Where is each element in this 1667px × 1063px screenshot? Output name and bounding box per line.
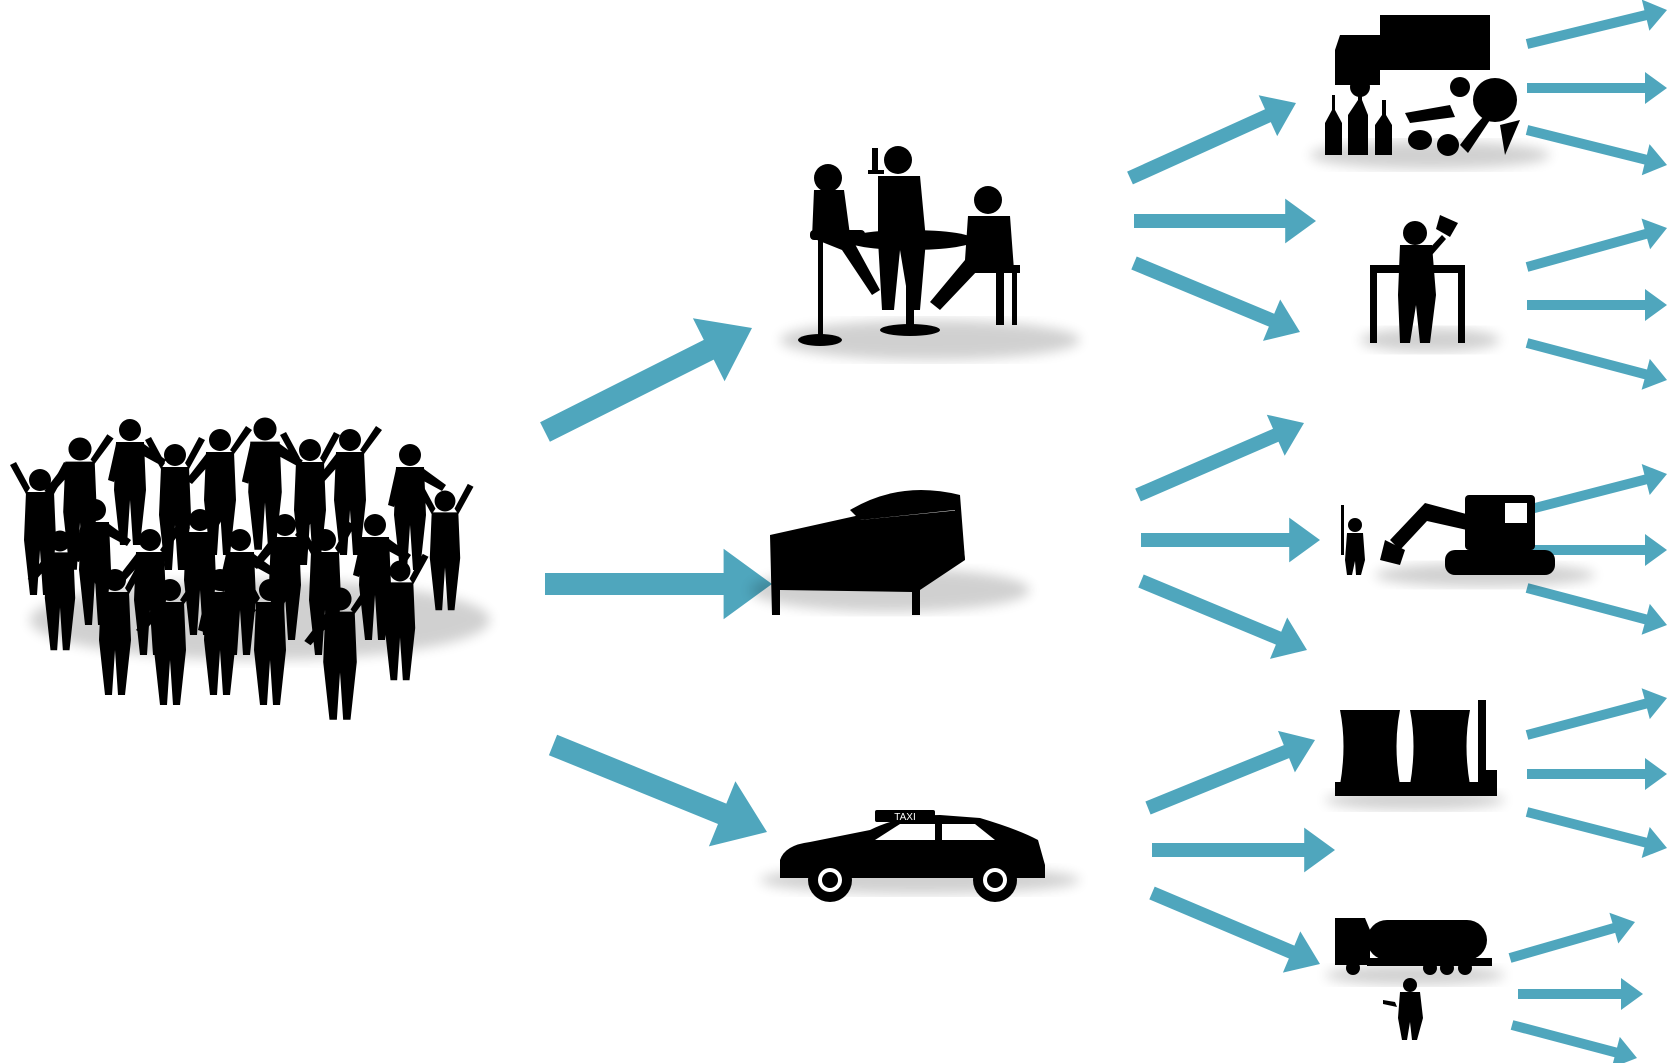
flow-arrow bbox=[1526, 125, 1667, 175]
flow-arrow bbox=[1527, 72, 1667, 104]
flow-arrow bbox=[1131, 257, 1300, 341]
supplies-icon bbox=[1310, 15, 1550, 169]
craftsman-icon bbox=[1360, 215, 1500, 352]
taxi-icon: TAXI bbox=[760, 810, 1080, 902]
flow-arrow bbox=[1127, 95, 1296, 184]
tanker-truck-icon bbox=[1325, 918, 1505, 1040]
flow-arrow bbox=[540, 318, 752, 442]
flow-arrow bbox=[1526, 688, 1667, 740]
flow-arrow bbox=[545, 549, 772, 619]
excavator-icon bbox=[1341, 495, 1595, 587]
flow-arrow bbox=[1145, 731, 1315, 815]
flow-arrow bbox=[1527, 289, 1667, 321]
flow-arrow bbox=[1511, 1020, 1637, 1063]
flow-arrow bbox=[549, 735, 767, 847]
flow-arrow bbox=[1509, 913, 1635, 963]
flow-arrow bbox=[1526, 338, 1667, 390]
flow-arrow bbox=[1518, 978, 1643, 1010]
flow-arrow bbox=[1135, 415, 1304, 502]
flow-arrow bbox=[1526, 807, 1667, 858]
power-plant-icon bbox=[1325, 700, 1505, 810]
flow-arrow bbox=[1526, 219, 1667, 272]
flow-arrow bbox=[1526, 464, 1667, 515]
cafe-icon bbox=[780, 146, 1080, 360]
flow-arrow bbox=[1527, 758, 1667, 790]
flow-arrow bbox=[1526, 583, 1667, 635]
taxi-sign-label: TAXI bbox=[894, 812, 915, 823]
bed-icon bbox=[750, 490, 1030, 615]
flow-arrow bbox=[1152, 828, 1335, 873]
crowd-icon bbox=[10, 417, 490, 719]
flow-arrow bbox=[1134, 199, 1316, 244]
flow-arrow bbox=[1526, 0, 1667, 49]
flow-arrow bbox=[1138, 575, 1307, 659]
flow-arrow bbox=[1149, 887, 1320, 973]
flow-arrow bbox=[1141, 518, 1320, 563]
